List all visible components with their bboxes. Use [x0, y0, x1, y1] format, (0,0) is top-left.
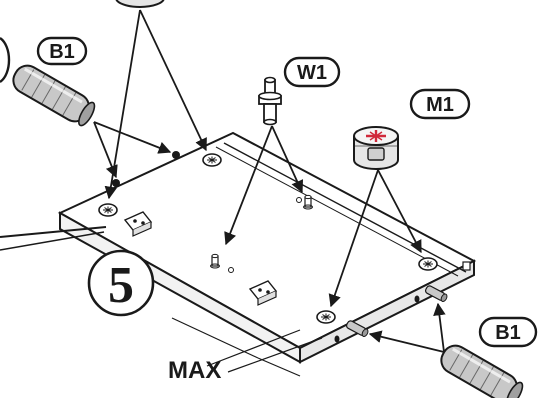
step-number-badge: 5 — [87, 249, 155, 317]
top-dowel-hole — [112, 179, 120, 187]
pin-part-w1 — [258, 76, 282, 126]
arrow-m1-right — [377, 169, 422, 254]
arrow-b1-top-right — [93, 121, 172, 154]
dimension-max: MAX — [168, 317, 323, 384]
pin-hole — [228, 267, 234, 273]
cam-lock-part-m1 — [353, 126, 399, 170]
edge-dowels-inserted — [345, 285, 448, 337]
top-dowel-hole — [172, 151, 180, 159]
panel-corner-notch — [462, 261, 471, 271]
edge-dowel — [345, 320, 369, 337]
leader-line-left — [0, 226, 107, 251]
step-number-text: 5 — [108, 257, 134, 314]
cam-housing-hole — [316, 310, 336, 324]
arrow-b1-bottom-left — [368, 330, 445, 353]
part-label-w1-text: W1 — [297, 62, 327, 84]
metal-bracket — [248, 280, 278, 306]
panel-groove-line — [223, 142, 467, 273]
metal-bracket — [123, 211, 153, 237]
arrow-m1-left — [328, 169, 379, 308]
dowel-part-b1-top — [12, 64, 96, 127]
edge-hole — [334, 335, 340, 343]
part-label-b1-top-text: B1 — [49, 41, 75, 63]
dowel-part-b1-bottom — [440, 344, 524, 398]
dowel-holes-top — [112, 151, 302, 273]
installed-pin — [303, 194, 313, 210]
part-label-m1-text: M1 — [426, 94, 454, 116]
partial-label-left — [0, 37, 11, 83]
cam-housing-hole — [418, 257, 438, 271]
part-label-w1: W1 — [283, 56, 341, 88]
arrow-b1-bottom-right — [433, 302, 446, 353]
arrow-w1-right — [271, 125, 304, 194]
arrow-top-part-right — [139, 9, 207, 152]
arrow-w1-left — [224, 125, 273, 246]
panel-board — [57, 131, 477, 364]
cam-housing-hole — [98, 203, 118, 217]
part-label-b1-bottom-text: B1 — [495, 322, 521, 344]
edge-dowel — [424, 285, 448, 302]
cam-housing-group — [98, 153, 438, 324]
installed-pins — [210, 194, 313, 269]
pin-hole — [296, 197, 302, 203]
metal-brackets — [123, 211, 278, 306]
edge-holes — [334, 295, 420, 343]
dimension-max-label: MAX — [168, 357, 221, 384]
edge-hole — [414, 295, 420, 303]
cam-housing-hole — [202, 153, 222, 167]
part-label-m1: M1 — [409, 88, 471, 120]
part-label-b1-top: B1 — [36, 36, 88, 66]
installed-pin — [210, 253, 220, 269]
arrow-b1-top-left — [93, 121, 118, 179]
partial-part-top — [115, 0, 165, 8]
part-label-b1-bottom: B1 — [478, 316, 538, 348]
instruction-arrows — [93, 9, 446, 353]
